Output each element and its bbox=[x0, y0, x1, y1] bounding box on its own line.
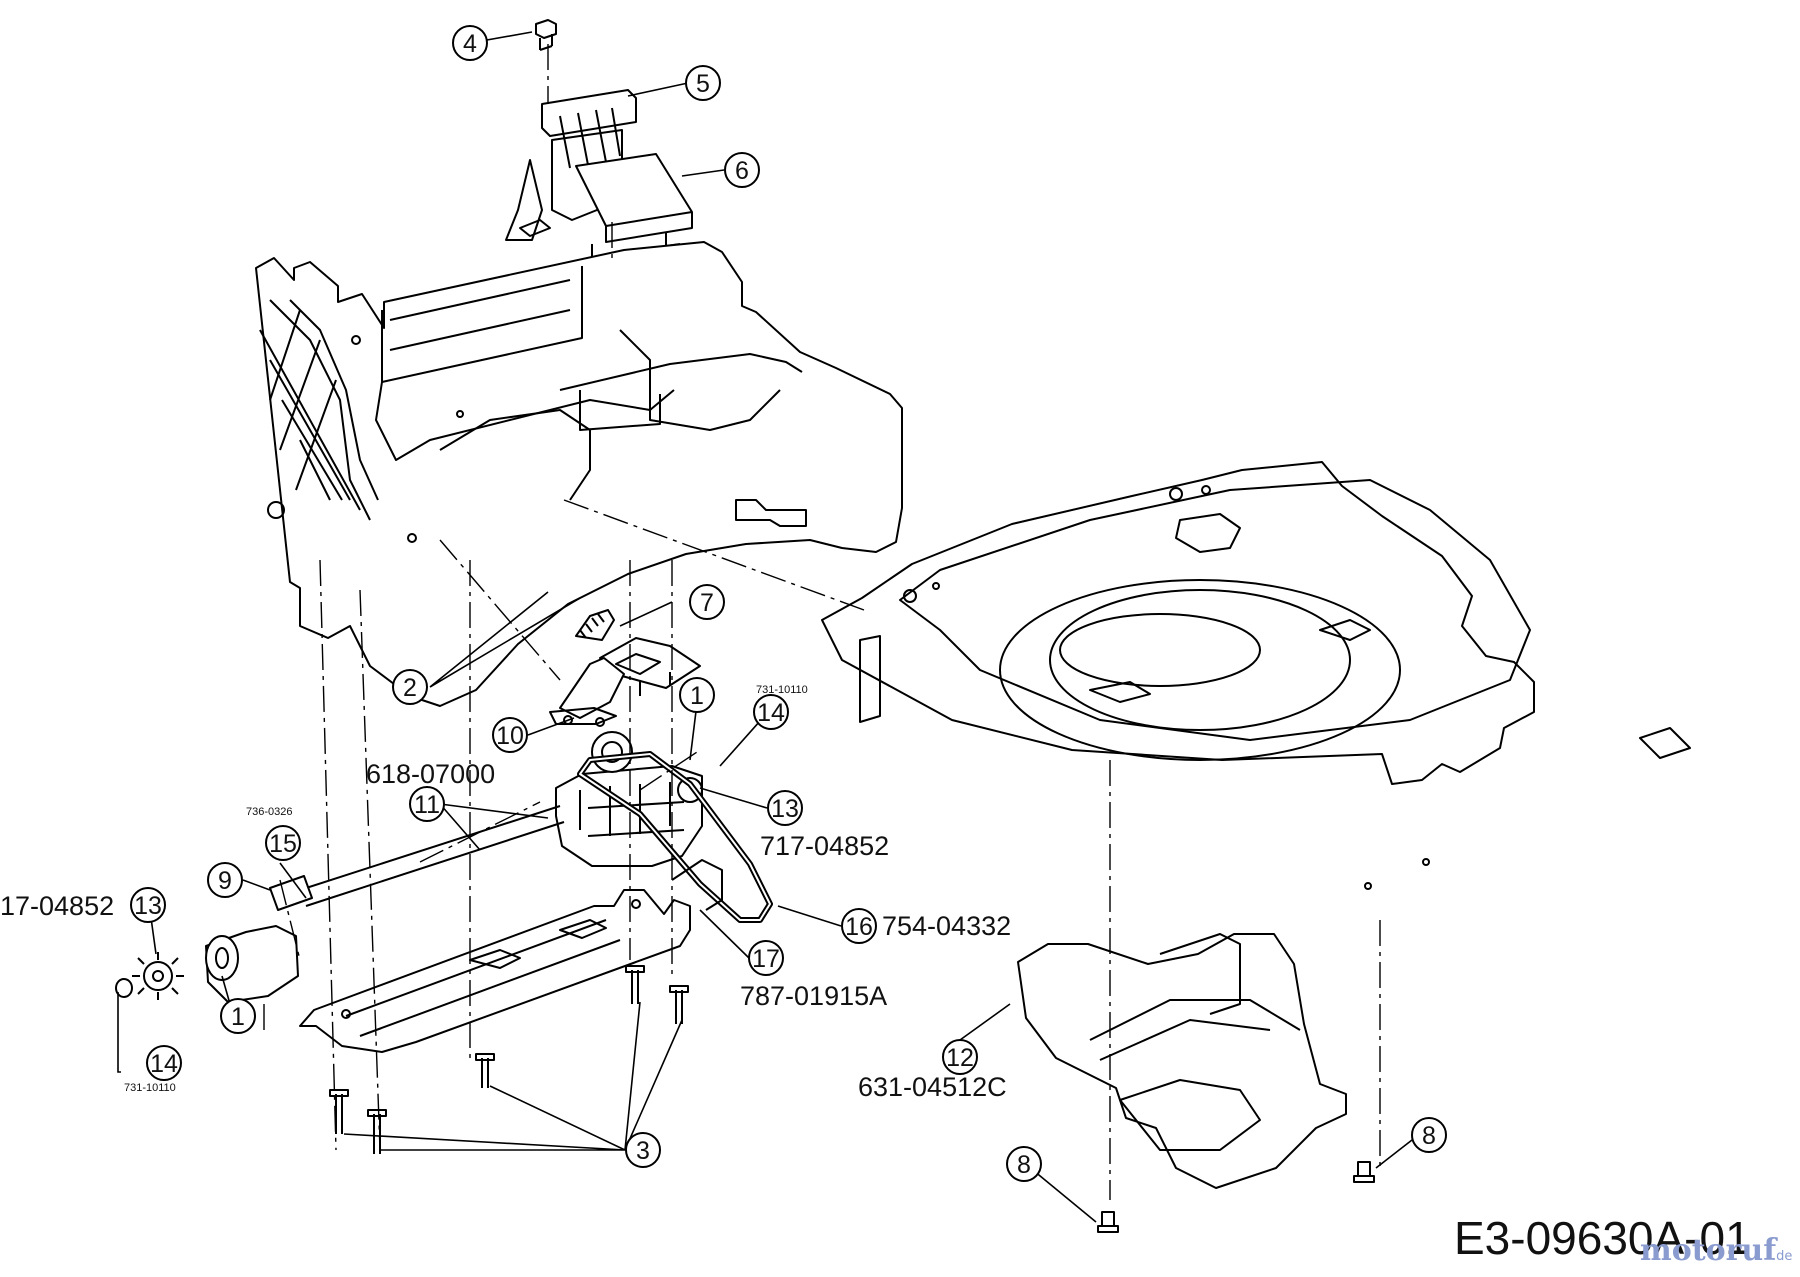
callout-circle-14-lower bbox=[146, 1045, 182, 1081]
screws-part-8 bbox=[1097, 1161, 1375, 1233]
base-plate-part-17 bbox=[299, 859, 723, 1053]
bolts-part-3 bbox=[329, 965, 689, 1154]
callout-circle-13-left bbox=[130, 887, 166, 923]
watermark-logo: motoruf .de bbox=[1640, 1233, 1792, 1268]
bracket-part-5 bbox=[505, 89, 637, 241]
lever-part-10 bbox=[549, 657, 625, 727]
pinion-part-1 bbox=[205, 925, 299, 1003]
part-number-787-01915a: 787-01915A bbox=[740, 981, 887, 1011]
callout-7: 7 bbox=[700, 589, 714, 617]
callout-circle-5 bbox=[685, 65, 721, 101]
callout-13-right: 13 bbox=[771, 795, 799, 823]
callout-8-right: 8 bbox=[1422, 1122, 1436, 1150]
callout-circle-15 bbox=[265, 825, 301, 861]
callout-1-upper: 1 bbox=[690, 682, 704, 710]
small-label-736-0326: 736-0326 bbox=[246, 806, 293, 818]
callout-2: 2 bbox=[403, 674, 417, 702]
callout-3: 3 bbox=[636, 1137, 650, 1165]
callout-circle-8-left bbox=[1006, 1146, 1042, 1182]
callout-10: 10 bbox=[496, 722, 524, 750]
callout-circle-14-upper bbox=[753, 694, 789, 730]
callout-circle-10 bbox=[492, 717, 528, 753]
part-number-631-04512c: 631-04512C bbox=[858, 1072, 1007, 1102]
callout-circle-17 bbox=[748, 940, 784, 976]
callout-circle-8-right bbox=[1411, 1117, 1447, 1153]
watermark-brand: motoruf bbox=[1640, 1233, 1778, 1268]
callout-circle-4 bbox=[452, 25, 488, 61]
rear-flap-part-12 bbox=[1017, 933, 1347, 1189]
callout-13-left: 13 bbox=[134, 892, 162, 920]
callout-circle-2 bbox=[392, 669, 428, 705]
callout-9: 9 bbox=[218, 867, 232, 895]
callout-4: 4 bbox=[463, 30, 477, 58]
drive-belt-part-16 bbox=[577, 751, 773, 923]
callout-circle-16 bbox=[841, 908, 877, 944]
callout-6: 6 bbox=[735, 157, 749, 185]
leader-lines bbox=[117, 31, 1413, 1223]
part-number-717-04852-left: 17-04852 bbox=[0, 891, 114, 921]
callout-14-upper: 14 bbox=[757, 699, 785, 727]
housing-frame bbox=[255, 241, 903, 707]
callout-5: 5 bbox=[696, 70, 710, 98]
small-label-731-10110-bottom: 731-10110 bbox=[124, 1082, 176, 1094]
callout-circle-1-upper bbox=[679, 677, 715, 713]
part-number-754-04332: 754-04332 bbox=[882, 911, 1011, 941]
callout-8-left: 8 bbox=[1017, 1151, 1031, 1179]
part-number-618-07000: 618-07000 bbox=[366, 759, 495, 789]
small-label-731-10110-top: 731-10110 bbox=[756, 684, 808, 696]
callout-circles bbox=[130, 25, 1447, 1182]
callout-16: 16 bbox=[845, 913, 873, 941]
callout-circle-9 bbox=[207, 862, 243, 898]
callout-circle-3 bbox=[625, 1132, 661, 1168]
gearbox-part-11 bbox=[555, 731, 703, 867]
drive-shaft bbox=[269, 805, 565, 911]
spring-bracket-part-7 bbox=[575, 609, 701, 696]
watermark-suffix: .de bbox=[1772, 1249, 1792, 1264]
gear-part-13 bbox=[132, 952, 184, 1000]
part-number-717-04852-right: 717-04852 bbox=[760, 831, 889, 861]
callout-circle-7 bbox=[689, 584, 725, 620]
bolt-part-4 bbox=[535, 19, 557, 51]
callout-11: 11 bbox=[414, 791, 440, 819]
diagram-reference: E3-09630A-01 bbox=[1454, 1212, 1751, 1264]
callout-14-lower: 14 bbox=[150, 1050, 178, 1078]
callout-circle-6 bbox=[724, 152, 760, 188]
callout-circle-11 bbox=[409, 786, 445, 822]
callout-circle-1-lower bbox=[220, 998, 256, 1034]
callout-12: 12 bbox=[946, 1044, 974, 1072]
callout-circle-13-right bbox=[767, 790, 803, 826]
callout-circle-12 bbox=[942, 1039, 978, 1075]
callout-15: 15 bbox=[269, 830, 297, 858]
callout-1-lower: 1 bbox=[231, 1003, 245, 1031]
mower-deck bbox=[821, 461, 1691, 890]
cap-part-14 bbox=[115, 978, 133, 998]
callout-17: 17 bbox=[752, 945, 780, 973]
